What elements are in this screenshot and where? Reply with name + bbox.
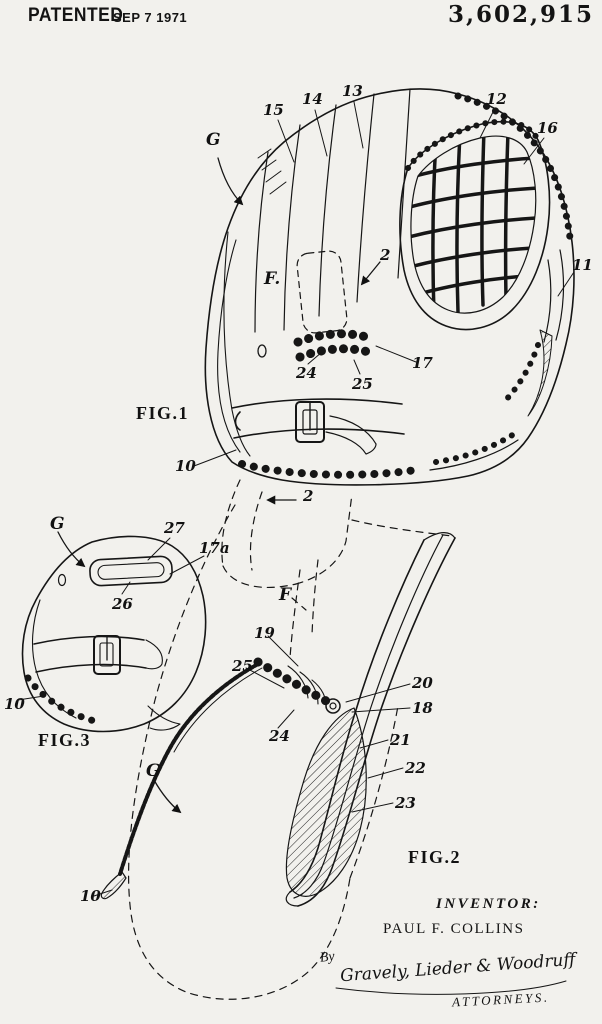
wrist-strap bbox=[231, 398, 405, 455]
fig3-drawing bbox=[17, 531, 207, 733]
fig2-drawing bbox=[93, 504, 567, 1000]
patent-number: 3,602,915 bbox=[448, 1, 595, 28]
glove-web bbox=[399, 118, 551, 331]
inventor-label: INVENTOR: bbox=[436, 896, 541, 912]
inventor-name: PAUL F. COLLINS bbox=[383, 921, 525, 937]
patent-date: SEP 7 1971 bbox=[113, 10, 188, 25]
by-label: By bbox=[319, 949, 336, 966]
fig1-drawing bbox=[193, 88, 575, 589]
patented-stamp: PATENTED bbox=[28, 5, 124, 26]
